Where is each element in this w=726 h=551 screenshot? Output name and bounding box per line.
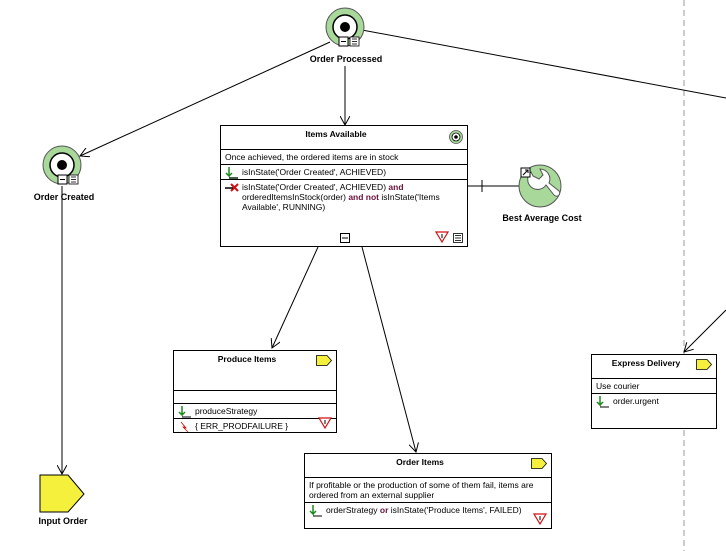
items-available-description: Once achieved, the ordered items are in … [221,149,467,164]
express-delivery-plan-box[interactable]: Express Delivery Use courier order.urgen… [591,354,717,429]
urgent-condition: order.urgent [596,396,712,408]
filter-icon[interactable] [318,417,332,429]
error-lightning-icon [180,421,189,433]
activation-arrow-icon [596,396,609,408]
filter-icon[interactable] [533,513,547,525]
edge-processed-to-created [80,41,331,156]
order-strategy-condition: orderStrategy or isInState('Produce Item… [309,505,547,517]
activation-arrow-icon [225,167,238,179]
input-order-tag-icon[interactable] [39,474,85,513]
list-icon[interactable] [453,233,463,243]
collapse-icon[interactable] [340,233,350,243]
activation-condition: isInState('Order Created', ACHIEVED) [225,167,463,179]
activation-arrow-icon [178,406,191,418]
edge-available-to-order [361,246,416,452]
items-available-title: Items Available [305,129,367,139]
order-processed-goal-icon[interactable] [325,7,365,47]
plan-tag-icon [316,355,332,366]
failure-condition: isInState('Order Created', ACHIEVED) and… [225,182,463,212]
produce-error-condition: { ERR_PRODFAILURE } [178,421,332,433]
order-created-goal-icon[interactable] [42,145,82,185]
input-order-label: Input Order [38,516,88,526]
plan-tag-icon [696,359,712,370]
order-processed-label: Order Processed [309,54,383,64]
express-delivery-description: Use courier [592,378,716,393]
activation-arrow-icon [309,505,322,517]
edge-available-to-produce [272,246,319,348]
edge-processed-to-express [361,29,726,99]
produce-items-title: Produce Items [217,354,277,364]
edge-to-express [684,309,726,352]
items-available-goal-box[interactable]: Items Available Once achieved, the order… [220,125,468,247]
best-average-cost-wrench-icon[interactable] [518,164,562,208]
best-average-cost-label: Best Average Cost [502,213,582,223]
order-items-plan-box[interactable]: Order Items If profitable or the product… [304,453,552,529]
filter-icon[interactable] [435,231,449,243]
produce-items-plan-box[interactable]: Produce Items produceStrategy { ERR_PROD… [173,350,337,433]
plan-tag-icon [531,458,547,469]
order-items-description: If profitable or the production of some … [305,477,551,502]
produce-strategy-condition: produceStrategy [178,406,332,418]
failure-cross-icon [225,183,239,192]
order-items-title: Order Items [396,457,444,467]
express-delivery-title: Express Delivery [611,358,681,368]
achieve-target-icon [449,130,463,144]
order-created-label: Order Created [33,192,95,202]
